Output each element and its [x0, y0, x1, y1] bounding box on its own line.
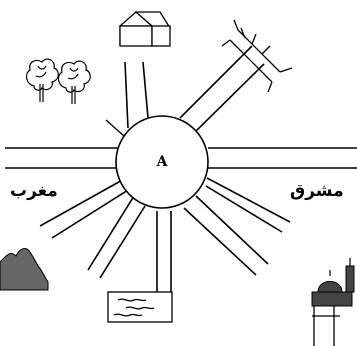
house-icon: [120, 12, 170, 46]
east-road: [208, 148, 357, 168]
east-lower-road: [206, 178, 290, 232]
north-road: [125, 62, 148, 128]
west-label: مغرب: [10, 181, 58, 201]
south-road: [157, 211, 171, 292]
northeast-road: [180, 46, 264, 133]
river-icon: [108, 292, 172, 322]
tree-icon: [27, 59, 91, 104]
mountain-icon: [0, 249, 48, 290]
center-label: A: [156, 154, 169, 170]
southwest-road-lower: [88, 196, 145, 278]
east-label: مشرق: [290, 181, 344, 201]
northwest-stub-road: [106, 120, 124, 136]
west-road: [5, 148, 118, 168]
southeast-road: [184, 196, 268, 275]
bridge-icon: [222, 20, 292, 92]
mosque-icon: [312, 258, 354, 346]
